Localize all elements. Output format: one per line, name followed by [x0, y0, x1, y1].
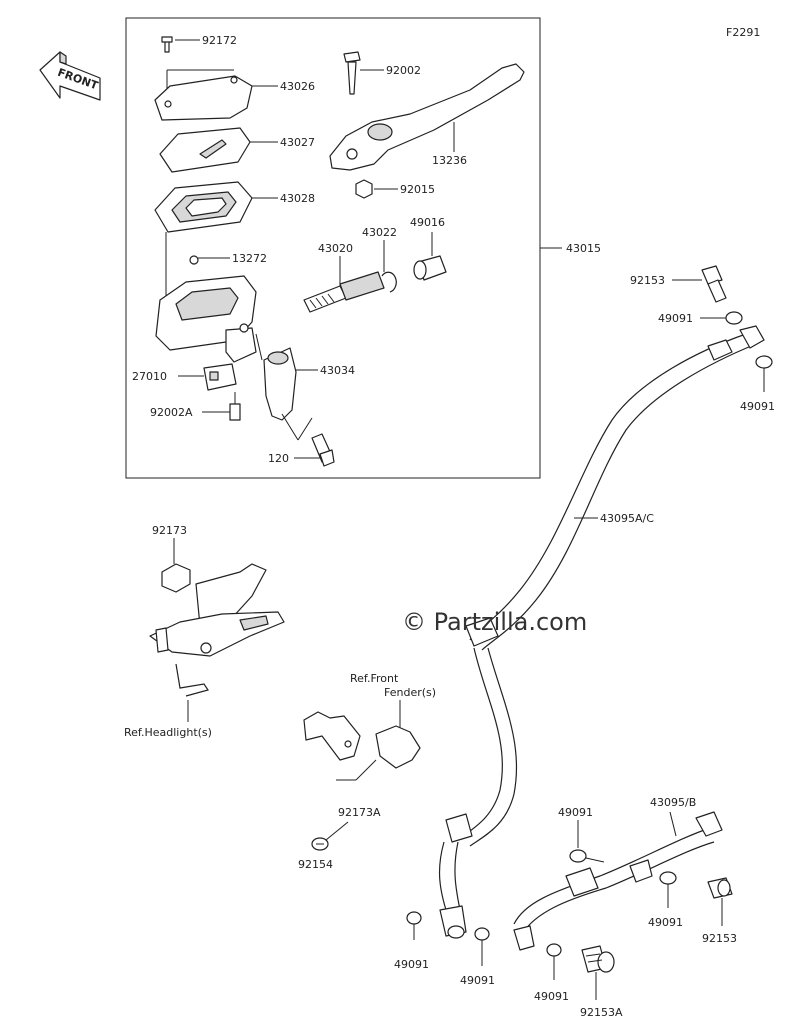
label-92002A: 92002A	[150, 406, 193, 419]
banjo-bolt-92153A	[581, 945, 615, 973]
label-49091-right: 49091	[648, 916, 683, 929]
diaphragm-plate-43027	[159, 127, 251, 173]
label-92153A: 92153A	[580, 1006, 623, 1019]
leader-92154	[325, 821, 349, 841]
front-direction-arrow-icon: FRONT	[39, 51, 101, 101]
ref-front-fender-line2: Fender(s)	[384, 686, 436, 699]
label-49091-top-b: 49091	[740, 400, 775, 413]
label-49091-top-a: 49091	[658, 312, 693, 325]
label-27010: 27010	[132, 370, 167, 383]
diaphragm-43028	[154, 181, 253, 233]
label-49091-br: 49091	[534, 990, 569, 1003]
leader-92173A-b	[355, 759, 377, 781]
label-43022: 43022	[362, 226, 397, 239]
label-13272: 13272	[232, 252, 267, 265]
screw-92172	[161, 36, 173, 53]
ref-headlight-label: Ref.Headlight(s)	[124, 726, 212, 739]
label-43026: 43026	[280, 80, 315, 93]
label-43020: 43020	[318, 242, 353, 255]
brake-hose-43095B	[513, 811, 723, 951]
washer-49091-bl	[406, 911, 422, 925]
label-92153-right: 92153	[702, 932, 737, 945]
washer-49091-br	[546, 943, 562, 957]
washer-49091-top-b	[755, 355, 773, 369]
nut-92015	[355, 179, 373, 199]
label-92173A: 92173A	[338, 806, 381, 819]
washer-49091-top-a	[725, 311, 743, 325]
label-92002: 92002	[386, 64, 421, 77]
diagram-code: F2291	[726, 26, 760, 39]
master-cylinder-body	[155, 275, 257, 363]
piston-kit-43020	[303, 271, 385, 313]
label-43095AC: 43095A/C	[600, 512, 654, 525]
label-49016: 49016	[410, 216, 445, 229]
washer-49091-right	[659, 871, 677, 885]
leader-120-b	[297, 417, 313, 441]
leader-body-clamp	[255, 333, 263, 361]
leader-43095B	[669, 811, 677, 837]
brake-hose-43095AC	[438, 325, 765, 939]
label-92154: 92154	[298, 858, 333, 871]
boot-49016	[413, 255, 447, 281]
brake-switch-27010	[203, 363, 237, 391]
clamp-43034	[263, 347, 297, 421]
label-92153-top: 92153	[630, 274, 665, 287]
bracket-assembly-92173	[149, 563, 285, 697]
brake-lever-13236	[329, 63, 525, 171]
label-92172: 92172	[202, 34, 237, 47]
part-13272	[189, 255, 199, 265]
washer-49091-bm	[474, 927, 490, 941]
leader-49091-mid-b	[585, 857, 605, 863]
label-49091-mid: 49091	[558, 806, 593, 819]
reservoir-cap-43026	[154, 75, 253, 121]
screw-92002A	[229, 392, 241, 421]
ref-front-fender-line1: Ref.Front	[350, 672, 399, 685]
label-49091-bl: 49091	[394, 958, 429, 971]
pivot-bolt-92002	[343, 51, 361, 95]
label-92015: 92015	[400, 183, 435, 196]
banjo-bolt-92153-top	[701, 265, 727, 303]
label-92173: 92173	[152, 524, 187, 537]
screw-92154	[311, 837, 329, 851]
label-43027: 43027	[280, 136, 315, 149]
leader-120-a	[281, 413, 299, 441]
label-49091-bm: 49091	[460, 974, 495, 987]
label-43015: 43015	[566, 242, 601, 255]
label-13236: 13236	[432, 154, 467, 167]
watermark-text: © Partzilla.com	[402, 608, 587, 636]
label-43028: 43028	[280, 192, 315, 205]
label-43034: 43034	[320, 364, 355, 377]
label-43095B: 43095/B	[650, 796, 696, 809]
banjo-bolt-92153-right	[707, 877, 733, 899]
bolt-120	[311, 433, 335, 467]
label-120: 120	[268, 452, 289, 465]
bracket-92173A	[303, 711, 421, 769]
washer-49091-mid	[569, 849, 587, 863]
circlip-43022	[381, 271, 397, 293]
